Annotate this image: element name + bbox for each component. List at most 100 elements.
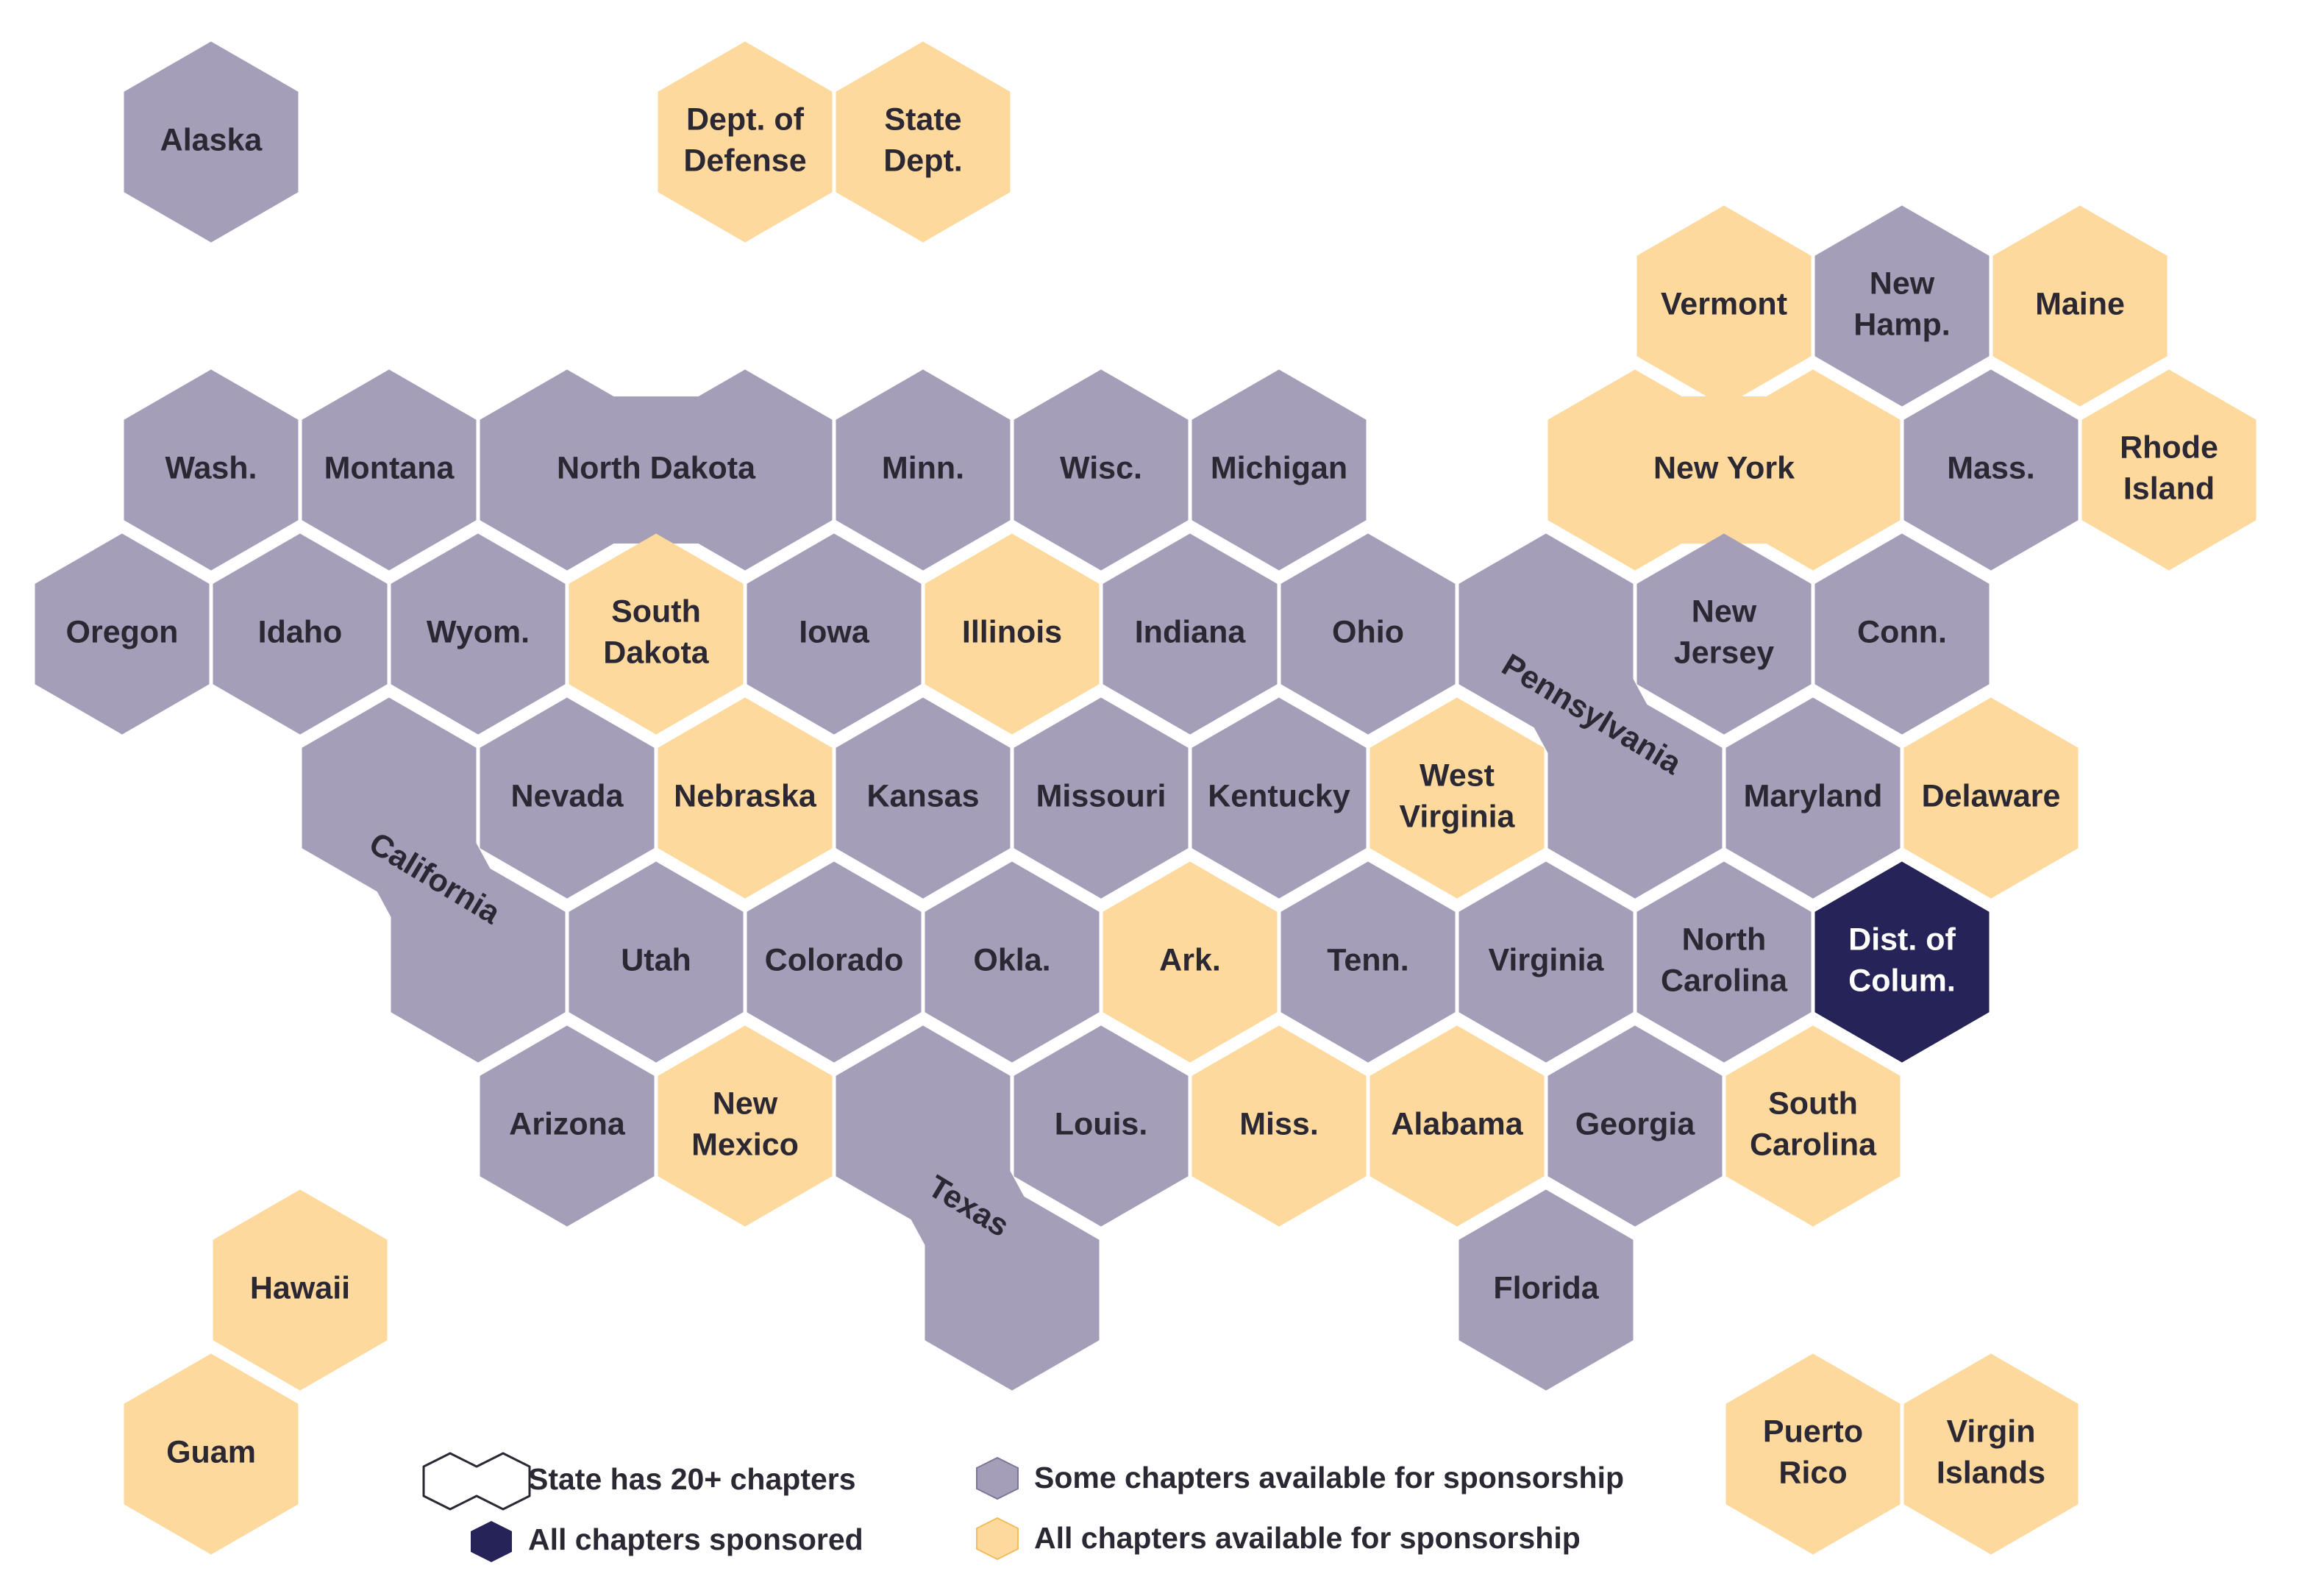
label-line: Georgia	[1575, 1106, 1696, 1141]
label-mass: Mass.	[1947, 450, 2035, 485]
tile-alabama: Alabama	[1370, 1025, 1545, 1227]
label-line: Miss.	[1239, 1106, 1319, 1141]
hex-north-carolina	[1636, 861, 1812, 1063]
hex-alaska	[124, 41, 299, 243]
tile-mass: Mass.	[1903, 369, 2079, 571]
label-line: Wisc.	[1060, 450, 1142, 485]
hex-south-dakota	[569, 533, 744, 735]
label-line: Michigan	[1211, 450, 1347, 485]
hex-conn	[1814, 533, 1990, 735]
label-nebraska: Nebraska	[674, 778, 817, 813]
hex-michigan	[1192, 369, 1367, 571]
label-okla: Okla.	[973, 942, 1050, 977]
tile-wash: Wash.	[124, 369, 299, 571]
label-line: Wyom.	[427, 614, 530, 649]
tile-maryland: Maryland	[1725, 697, 1901, 899]
label-line: Vermont	[1661, 286, 1787, 321]
tile-kansas: Kansas	[836, 697, 1011, 899]
tile-minn: Minn.	[836, 369, 1011, 571]
label-line: Mass.	[1947, 450, 2035, 485]
tile-missouri: Missouri	[1014, 697, 1189, 899]
label-louis: Louis.	[1055, 1106, 1148, 1141]
label-iowa: Iowa	[799, 614, 870, 649]
label-virginia: Virginia	[1489, 942, 1605, 977]
hex-state-dept	[836, 41, 1011, 243]
legend-label-all-available: All chapters available for sponsorship	[1034, 1521, 1581, 1555]
label-line: New York	[1653, 450, 1795, 485]
label-line: Kentucky	[1208, 778, 1350, 813]
hex-california	[302, 697, 477, 899]
label-delaware: Delaware	[1922, 778, 2061, 813]
label-line: Louis.	[1055, 1106, 1148, 1141]
tile-california: California	[302, 697, 566, 1063]
label-vermont: Vermont	[1661, 286, 1787, 321]
navy-hex-icon	[471, 1521, 512, 1562]
tile-michigan: Michigan	[1192, 369, 1367, 571]
label-ohio: Ohio	[1332, 614, 1404, 649]
label-new-york: New York	[1653, 450, 1795, 485]
hex-utah	[569, 861, 744, 1063]
hex-maine	[1992, 205, 2168, 407]
label-idaho: Idaho	[258, 614, 343, 649]
legend-label-sponsored: All chapters sponsored	[528, 1522, 863, 1556]
label-nevada: Nevada	[511, 778, 624, 813]
label-line: South	[611, 594, 701, 629]
hex-kentucky	[1192, 697, 1367, 899]
tile-indiana: Indiana	[1103, 533, 1278, 735]
tile-guam: Guam	[124, 1353, 299, 1555]
tile-nebraska: Nebraska	[658, 697, 833, 899]
label-colorado: Colorado	[765, 942, 904, 977]
label-line: Dist. of	[1848, 922, 1956, 957]
tile-ark: Ark.	[1103, 861, 1278, 1063]
hex-pennsylvania	[1547, 697, 1723, 899]
hex-mass	[1903, 369, 2079, 571]
tile-florida: Florida	[1458, 1189, 1634, 1391]
label-line: Defense	[683, 143, 806, 178]
label-oregon: Oregon	[66, 614, 179, 649]
label-line: Arizona	[509, 1106, 626, 1141]
label-line: South	[1768, 1086, 1858, 1121]
label-line: West	[1420, 758, 1495, 793]
tile-illinois: Illinois	[925, 533, 1100, 735]
label-line: State	[884, 101, 961, 137]
label-line: Montana	[324, 450, 455, 485]
label-line: Kansas	[867, 778, 980, 813]
label-line: Maryland	[1744, 778, 1883, 813]
label-line: Florida	[1493, 1270, 1599, 1305]
legend-item-big-state: State has 20+ chapters	[422, 1452, 856, 1511]
double-hex-outline-icon	[422, 1452, 531, 1511]
hex-wyom	[391, 533, 566, 735]
label-line: Virginia	[1489, 942, 1605, 977]
label-minn: Minn.	[882, 450, 964, 485]
tile-oregon: Oregon	[35, 533, 210, 735]
label-guam: Guam	[166, 1434, 256, 1469]
hex-oregon	[35, 533, 210, 735]
tile-idaho: Idaho	[213, 533, 388, 735]
hex-pennsylvania	[1458, 533, 1634, 735]
tile-arizona: Arizona	[480, 1025, 655, 1227]
hex-new-jersey	[1636, 533, 1812, 735]
label-kentucky: Kentucky	[1208, 778, 1350, 813]
label-line: Islands	[1937, 1455, 2045, 1490]
tile-virginia: Virginia	[1458, 861, 1634, 1063]
hex-new-york	[1725, 369, 1901, 571]
legend-label-big-state: State has 20+ chapters	[528, 1462, 856, 1496]
hex-virgin-islands	[1903, 1353, 2079, 1555]
tile-alaska: Alaska	[124, 41, 299, 243]
hex-north-dakota	[480, 369, 655, 571]
label-kansas: Kansas	[867, 778, 980, 813]
tile-wyom: Wyom.	[391, 533, 566, 735]
tile-colorado: Colorado	[747, 861, 922, 1063]
hex-idaho	[213, 533, 388, 735]
